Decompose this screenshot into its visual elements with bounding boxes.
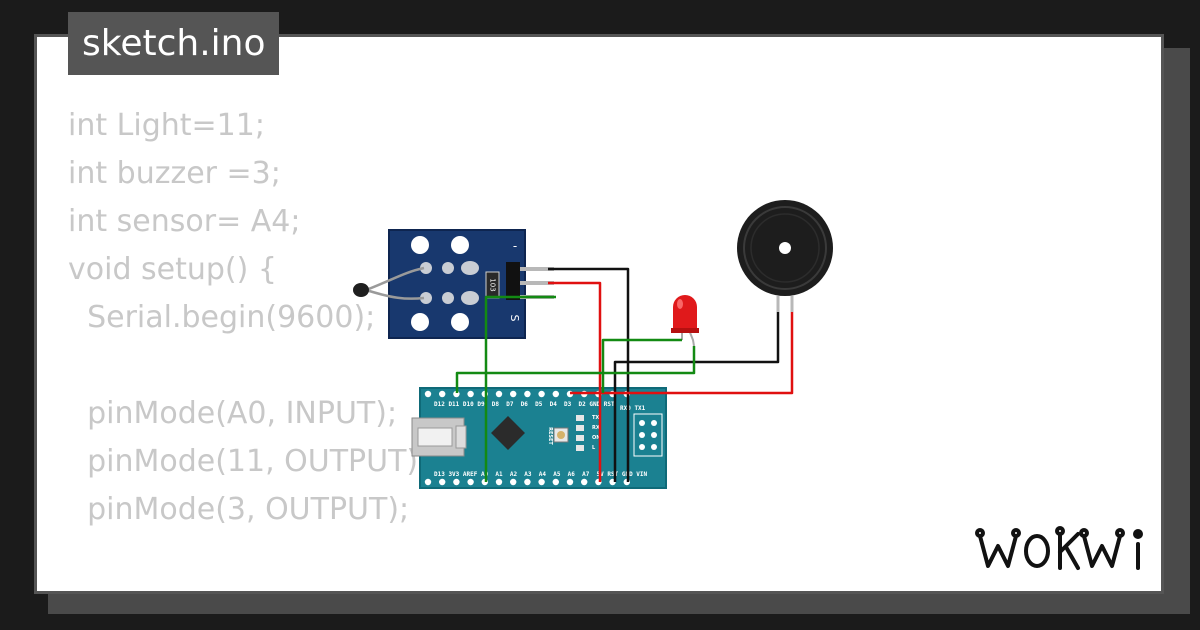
header-pin[interactable] [552,478,559,486]
header-pin[interactable] [538,478,545,486]
wire-sensor-gnd [548,267,630,482]
wires [455,267,794,482]
reset-label: RESET [547,427,553,445]
led-label-on: ON [592,435,600,441]
code-line: Serial.begin(9600); [68,300,376,335]
header-pin[interactable] [510,478,517,486]
code-line: int buzzer =3; [68,156,281,191]
wire-led-anode [455,346,696,393]
wire-buzzer-pos [570,312,794,395]
top-pin-labels: D12 D11 D10 D9 D8 D7 D6 D5 D4 D3 D2 GND … [434,401,615,408]
header-pin[interactable] [467,478,474,486]
header-pin[interactable] [424,478,432,486]
header-pin[interactable] [581,478,588,486]
header-pin[interactable] [467,390,474,398]
rx-tx-label: RX0 TX1 [620,405,646,412]
bottom-pin-labels: D13 3V3 AREF A0 A1 A2 A3 A4 A5 A6 A7 5V … [434,471,648,478]
red-led[interactable] [671,295,699,347]
header-pin[interactable] [453,478,460,486]
code-line: void setup() { [68,252,277,287]
header-pin[interactable] [439,390,446,398]
header-pin[interactable] [439,478,446,486]
code-line: pinMode(A0, INPUT); [68,396,398,431]
code-line: int sensor= A4; [68,204,301,239]
header-pin[interactable] [552,390,559,398]
led-label-tx: TX [592,415,599,421]
header-pin[interactable] [538,390,545,398]
header-pin[interactable] [495,478,503,486]
file-tab[interactable]: sketch.ino [68,12,280,75]
header-pin[interactable] [524,478,531,486]
pin-s-label: S [508,315,521,322]
thermistor-bead [353,283,369,297]
wire-buzzer-neg [613,312,780,482]
code-line: pinMode(3, OUTPUT); [68,492,410,527]
header-pin[interactable] [424,390,432,398]
led-label-rx: RX [592,425,600,431]
header-pin[interactable] [510,390,517,398]
thermistor-sensor-module[interactable]: 103 - S [353,229,554,339]
wire-sensor-vcc [548,281,602,482]
wire-led-cathode [601,338,682,393]
wire-sensor-signal [484,295,556,482]
arduino-nano[interactable]: RESET TX RX ON L D12 D11 D10 D9 D8 D7 D6… [411,387,667,489]
pin-minus-label: - [513,239,517,253]
buzzer[interactable] [737,200,833,312]
wokwi-logo [975,526,1143,570]
header-pin[interactable] [495,390,503,398]
code-line: pinMode(11, OUTPUT); [68,444,429,479]
code-preview: int Light=11; int buzzer =3; int sensor= A… [68,102,428,534]
header-pin[interactable] [566,478,574,486]
led-label-l: L [592,445,596,451]
code-line: int Light=11; [68,108,265,143]
resistor-label: 103 [489,278,497,291]
header-pin[interactable] [524,390,531,398]
